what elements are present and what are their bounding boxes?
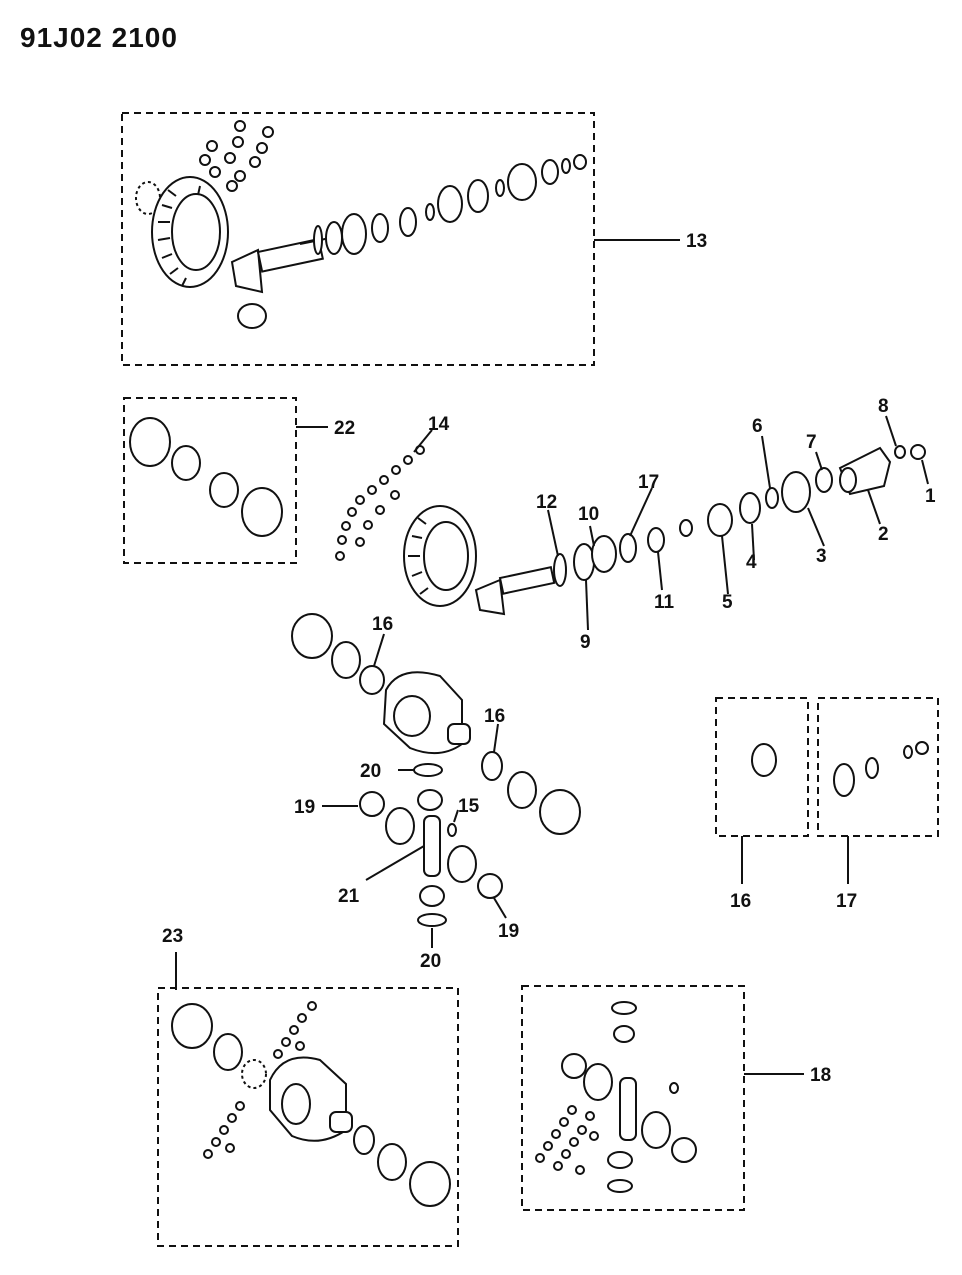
callout-1: 1 <box>925 486 936 507</box>
kit-22-bearing-box <box>123 397 328 564</box>
part-11-icon <box>647 527 665 553</box>
thrust-washer-20-bottom-icon <box>417 913 447 927</box>
roll-pin-15-icon <box>447 823 457 837</box>
thrust-washer-19-left-icon <box>359 791 385 817</box>
thrust-washer-19-right-icon <box>477 873 503 899</box>
callout-18: 18 <box>810 1065 831 1086</box>
side-gear-top-icon <box>417 789 443 811</box>
bolt-set-14-icon <box>335 445 425 561</box>
callout-13: 13 <box>686 231 707 252</box>
callout-5: 5 <box>722 592 733 613</box>
pinion-shaft-21-icon <box>423 815 441 877</box>
bearing-cone-left-icon <box>331 641 361 679</box>
callout-16-left: 16 <box>372 614 393 635</box>
callout-9: 9 <box>580 632 591 653</box>
pinion-main-icon <box>474 566 556 616</box>
bearing-cone-right-icon <box>507 771 537 809</box>
callout-11: 11 <box>654 592 675 613</box>
callout-6: 6 <box>752 416 763 437</box>
diagram-code: 91J02 2100 <box>20 22 178 53</box>
part-5-icon <box>707 503 733 537</box>
differential-case-icon <box>382 671 471 755</box>
callout-15: 15 <box>458 796 480 817</box>
part-3-icon <box>781 471 811 513</box>
callout-21: 21 <box>338 886 360 907</box>
part-9-icon <box>573 543 595 581</box>
callout-17: 17 <box>638 472 659 493</box>
bearing-cup-right-icon <box>539 789 581 835</box>
part-10-icon <box>591 535 617 573</box>
yoke-2-icon <box>838 446 892 496</box>
side-gear-bottom-icon <box>419 885 445 907</box>
callout-16-right: 16 <box>484 706 505 727</box>
callout-22: 22 <box>334 418 355 439</box>
ring-gear-bolts-icon <box>199 120 274 192</box>
part-6-icon <box>765 487 779 509</box>
callout-2: 2 <box>878 524 889 545</box>
washer-8-icon <box>894 445 906 459</box>
pinion-shim-icon <box>237 303 267 329</box>
callout-4: 4 <box>746 552 757 573</box>
callout-8: 8 <box>878 396 889 417</box>
pinion-gear-right-icon <box>447 845 477 883</box>
part-12-icon <box>553 553 567 587</box>
ring-gear-main-icon <box>403 505 477 607</box>
callout-20-bottom: 20 <box>420 951 441 972</box>
case-bolts-icon <box>203 1001 317 1159</box>
pinion-bearing-stack-icon <box>313 154 587 255</box>
pinion-gear-left-icon <box>385 807 415 845</box>
part-17-spacer-icon <box>679 519 693 537</box>
callout-17-kit: 17 <box>836 891 857 912</box>
kit-18-gear-box <box>521 985 804 1211</box>
nut-1-icon <box>910 444 926 460</box>
kit-16-shim-box <box>715 697 809 884</box>
kit-13-ring-pinion-box <box>121 112 680 366</box>
shim-16-right-icon <box>481 751 503 781</box>
callout-7: 7 <box>806 432 817 453</box>
callout-16-kit: 16 <box>730 891 751 912</box>
kit-23-case-box <box>157 952 459 1247</box>
part-4-icon <box>739 492 761 524</box>
callout-19-right: 19 <box>498 921 519 942</box>
bearing-cup-left-icon <box>291 613 333 659</box>
ring-gear-icon <box>151 176 229 288</box>
callout-12: 12 <box>536 492 557 513</box>
callout-23: 23 <box>162 926 183 947</box>
pinion-gear-icon <box>230 237 331 294</box>
callout-20-top: 20 <box>360 761 381 782</box>
part-17-shim-icon <box>619 533 637 563</box>
callout-14: 14 <box>428 414 450 435</box>
part-7-icon <box>815 467 833 493</box>
callout-3: 3 <box>816 546 827 567</box>
thrust-washer-20-top-icon <box>413 763 443 777</box>
callout-19-left: 19 <box>294 797 315 818</box>
shim-16-left-icon <box>359 665 385 695</box>
kit-18-bolts-icon <box>535 1105 599 1175</box>
callout-10: 10 <box>578 504 599 525</box>
kit-17-spacer-box <box>817 697 939 884</box>
